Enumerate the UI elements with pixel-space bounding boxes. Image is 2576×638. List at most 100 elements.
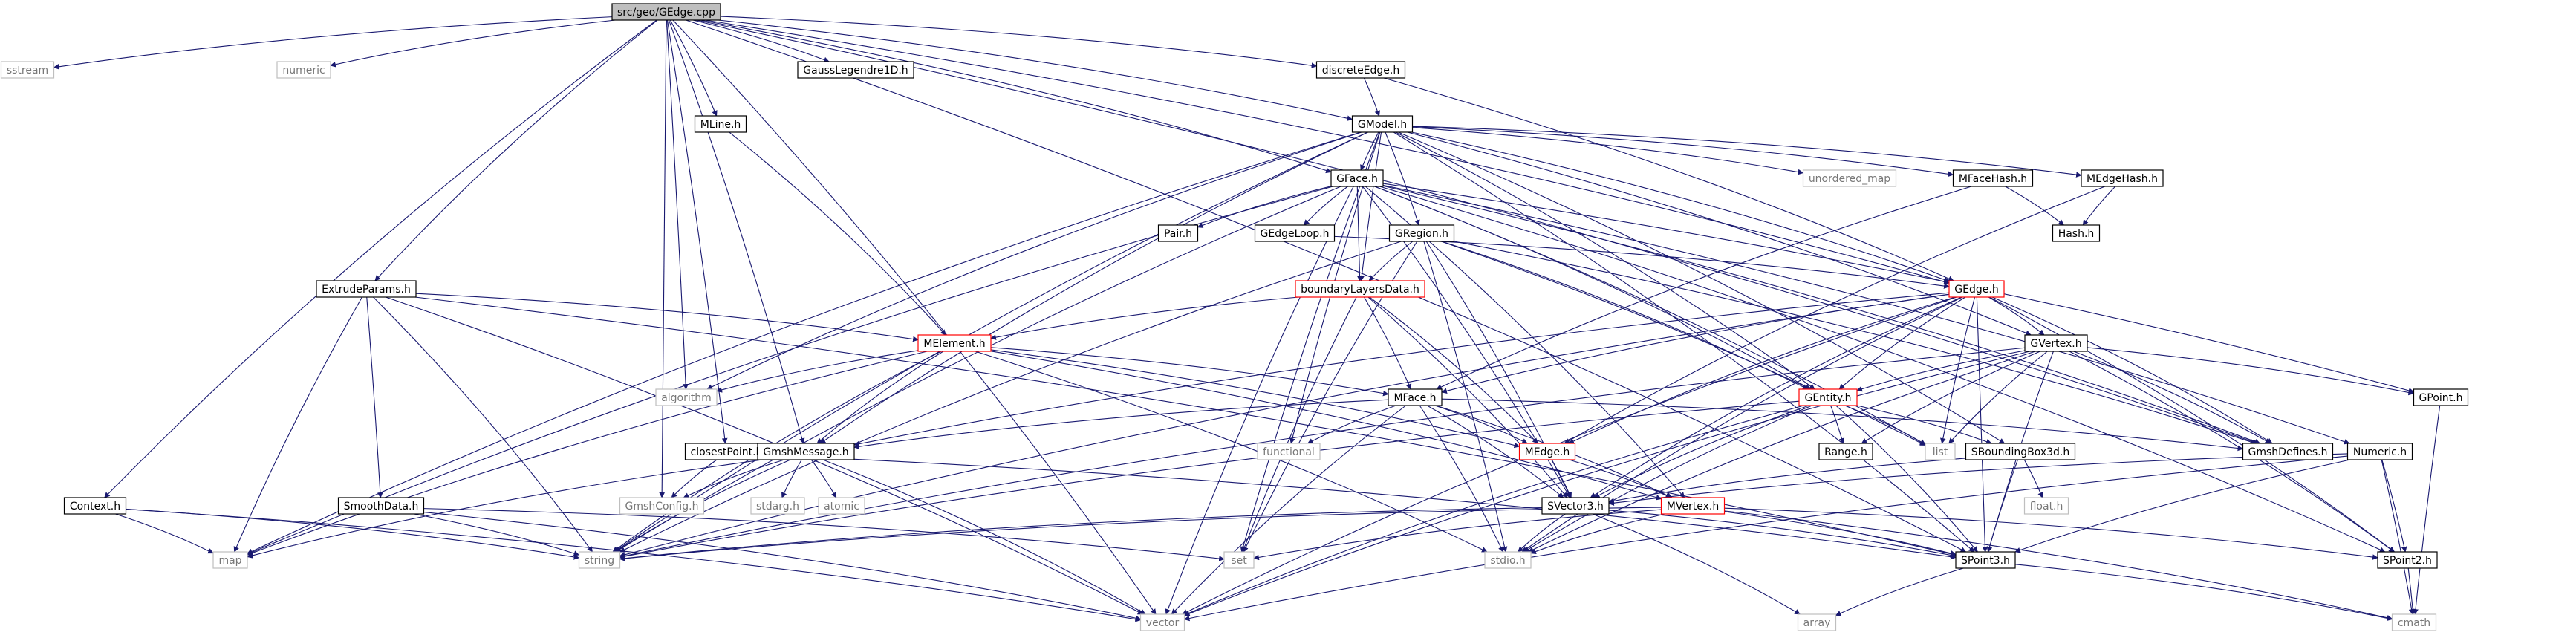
edge-root-to-gmshconfig: [659, 19, 667, 498]
node-gedge[interactable]: GEdge.h: [1948, 280, 2005, 298]
node-mfacehash[interactable]: MFaceHash.h: [1952, 169, 2034, 187]
node-atomic[interactable]: atomic: [818, 497, 865, 515]
node-pair[interactable]: Pair.h: [1157, 224, 1199, 242]
node-box: [1798, 388, 1858, 406]
node-smoothdata[interactable]: SmoothData.h: [337, 497, 425, 515]
node-gregion[interactable]: GRegion.h: [1388, 224, 1455, 242]
edge-root-to-spoint3: [686, 19, 1967, 553]
edge-mvertex-to-string: [619, 507, 1662, 561]
edge-gvertex-to-stdio: [1528, 351, 2036, 553]
node-numeric[interactable]: numeric: [276, 61, 331, 79]
edge-boundarylayers-to-melement: [990, 296, 1299, 340]
node-cmath[interactable]: cmath: [2391, 613, 2437, 631]
node-map[interactable]: map: [212, 551, 248, 569]
node-label: MFaceHash.h: [1959, 173, 2027, 185]
node-mline[interactable]: MLine.h: [694, 115, 747, 133]
edge-gvertex-to-list: [1948, 351, 2048, 444]
node-medgehash[interactable]: MEdgeHash.h: [2081, 169, 2164, 187]
node-box: [818, 497, 865, 515]
node-gvertex[interactable]: GVertex.h: [2024, 334, 2088, 352]
node-box: [2024, 334, 2088, 352]
node-box: [797, 61, 914, 79]
edge-sboundingbox-to-spoint3: [1986, 459, 2018, 553]
node-gmodel[interactable]: GModel.h: [1351, 115, 1414, 133]
node-label: GmshConfig.h: [625, 501, 699, 512]
node-mvertex[interactable]: MVertex.h: [1660, 497, 1726, 515]
node-label: closestPoint.h: [691, 446, 763, 458]
edge-root-to-discreteedge: [720, 16, 1318, 68]
node-box: [276, 61, 331, 79]
node-box: [1257, 443, 1321, 460]
edge-mface-to-stdio: [1419, 405, 1504, 553]
node-box: [1388, 224, 1455, 242]
node-gmshdefines[interactable]: GmshDefines.h: [2242, 443, 2334, 460]
node-box: [1157, 224, 1199, 242]
edge-gface-to-gedgeloop: [1303, 186, 1348, 226]
edge-gface-to-numeric_h: [1382, 184, 2350, 445]
node-box: [1965, 443, 2076, 460]
node-unorderedmap[interactable]: unordered_map: [1802, 169, 1897, 187]
node-context[interactable]: Context.h: [63, 497, 127, 515]
edge-gface-to-boundarylayers: [1356, 186, 1363, 281]
node-spoint2[interactable]: SPoint2.h: [2377, 551, 2438, 569]
node-stdarg[interactable]: stdarg.h: [750, 497, 805, 515]
node-array[interactable]: array: [1797, 613, 1837, 631]
node-discreteedge[interactable]: discreteEdge.h: [1315, 61, 1406, 79]
node-label: set: [1231, 555, 1247, 567]
node-stdio[interactable]: stdio.h: [1484, 551, 1532, 569]
node-set[interactable]: set: [1223, 551, 1255, 569]
node-box: [212, 551, 248, 569]
node-medge[interactable]: MEdge.h: [1518, 443, 1576, 460]
node-floath[interactable]: float.h: [2023, 497, 2069, 515]
node-range[interactable]: Range.h: [1818, 443, 1873, 460]
node-hash[interactable]: Hash.h: [2052, 224, 2101, 242]
edge-gmshmessage-to-vector: [822, 459, 1146, 615]
node-gedgeloop[interactable]: GEdgeLoop.h: [1254, 224, 1336, 242]
node-functional[interactable]: functional: [1257, 443, 1321, 460]
node-melement[interactable]: MElement.h: [917, 334, 992, 352]
edge-gedge-to-spoint2: [1989, 296, 2396, 553]
node-sstream[interactable]: sstream: [0, 61, 55, 79]
node-extrudeparams[interactable]: ExtrudeParams.h: [316, 280, 417, 298]
node-string[interactable]: string: [578, 551, 621, 569]
edge-gmodel-to-mfacehash: [1412, 126, 1954, 178]
node-numeric_h[interactable]: Numeric.h: [2346, 443, 2413, 460]
edge-gedge-to-gmshdefines: [1991, 296, 2273, 444]
edge-numeric_h-to-cmath: [2381, 459, 2415, 615]
node-mface[interactable]: MFace.h: [1388, 388, 1443, 406]
node-box: [316, 280, 417, 298]
node-sboundingbox[interactable]: SBoundingBox3d.h: [1965, 443, 2076, 460]
edge-sboundingbox-to-svector3: [1608, 458, 1966, 504]
edge-gmodel-to-gregion: [1385, 131, 1420, 226]
node-vector[interactable]: vector: [1139, 613, 1185, 631]
edge-svector3-to-stdio: [1518, 513, 1566, 553]
node-gmshmessage[interactable]: GmshMessage.h: [757, 443, 855, 460]
edge-root-to-gausslegendre: [692, 19, 830, 63]
node-list[interactable]: list: [1925, 443, 1956, 460]
node-label: stdio.h: [1490, 555, 1525, 567]
node-label: Range.h: [1824, 446, 1867, 458]
node-root[interactable]: src/geo/GEdge.cpp: [611, 3, 721, 21]
node-box: [1484, 551, 1532, 569]
node-svector3[interactable]: SVector3.h: [1541, 497, 1610, 515]
edge-mface-to-svector3: [1426, 405, 1564, 498]
node-gentity[interactable]: GEntity.h: [1798, 388, 1858, 406]
node-box: [578, 551, 621, 569]
node-closestpoint[interactable]: closestPoint.h: [684, 443, 769, 460]
node-boundarylayers[interactable]: boundaryLayersData.h: [1295, 280, 1425, 298]
node-gausslegendre[interactable]: GaussLegendre1D.h: [797, 61, 914, 79]
node-gpoint[interactable]: GPoint.h: [2413, 388, 2469, 406]
node-spoint3[interactable]: SPoint3.h: [1955, 551, 2016, 569]
node-algorithm[interactable]: algorithm: [655, 388, 718, 406]
edge-gface-to-gmshdefines: [1382, 185, 2261, 445]
edge-spoint3-to-cmath: [2014, 564, 2393, 622]
edge-gedge-to-string: [619, 293, 1950, 558]
node-gmshconfig[interactable]: GmshConfig.h: [619, 497, 705, 515]
edge-gmshmessage-to-gmshconfig: [683, 459, 784, 498]
node-box: [0, 61, 55, 79]
node-box: [1315, 61, 1406, 79]
edge-smoothdata-to-vector: [423, 512, 1142, 621]
node-box: [2081, 169, 2164, 187]
node-gface[interactable]: GFace.h: [1330, 169, 1384, 187]
edge-gmodel-to-sboundingbox: [1398, 131, 2006, 444]
